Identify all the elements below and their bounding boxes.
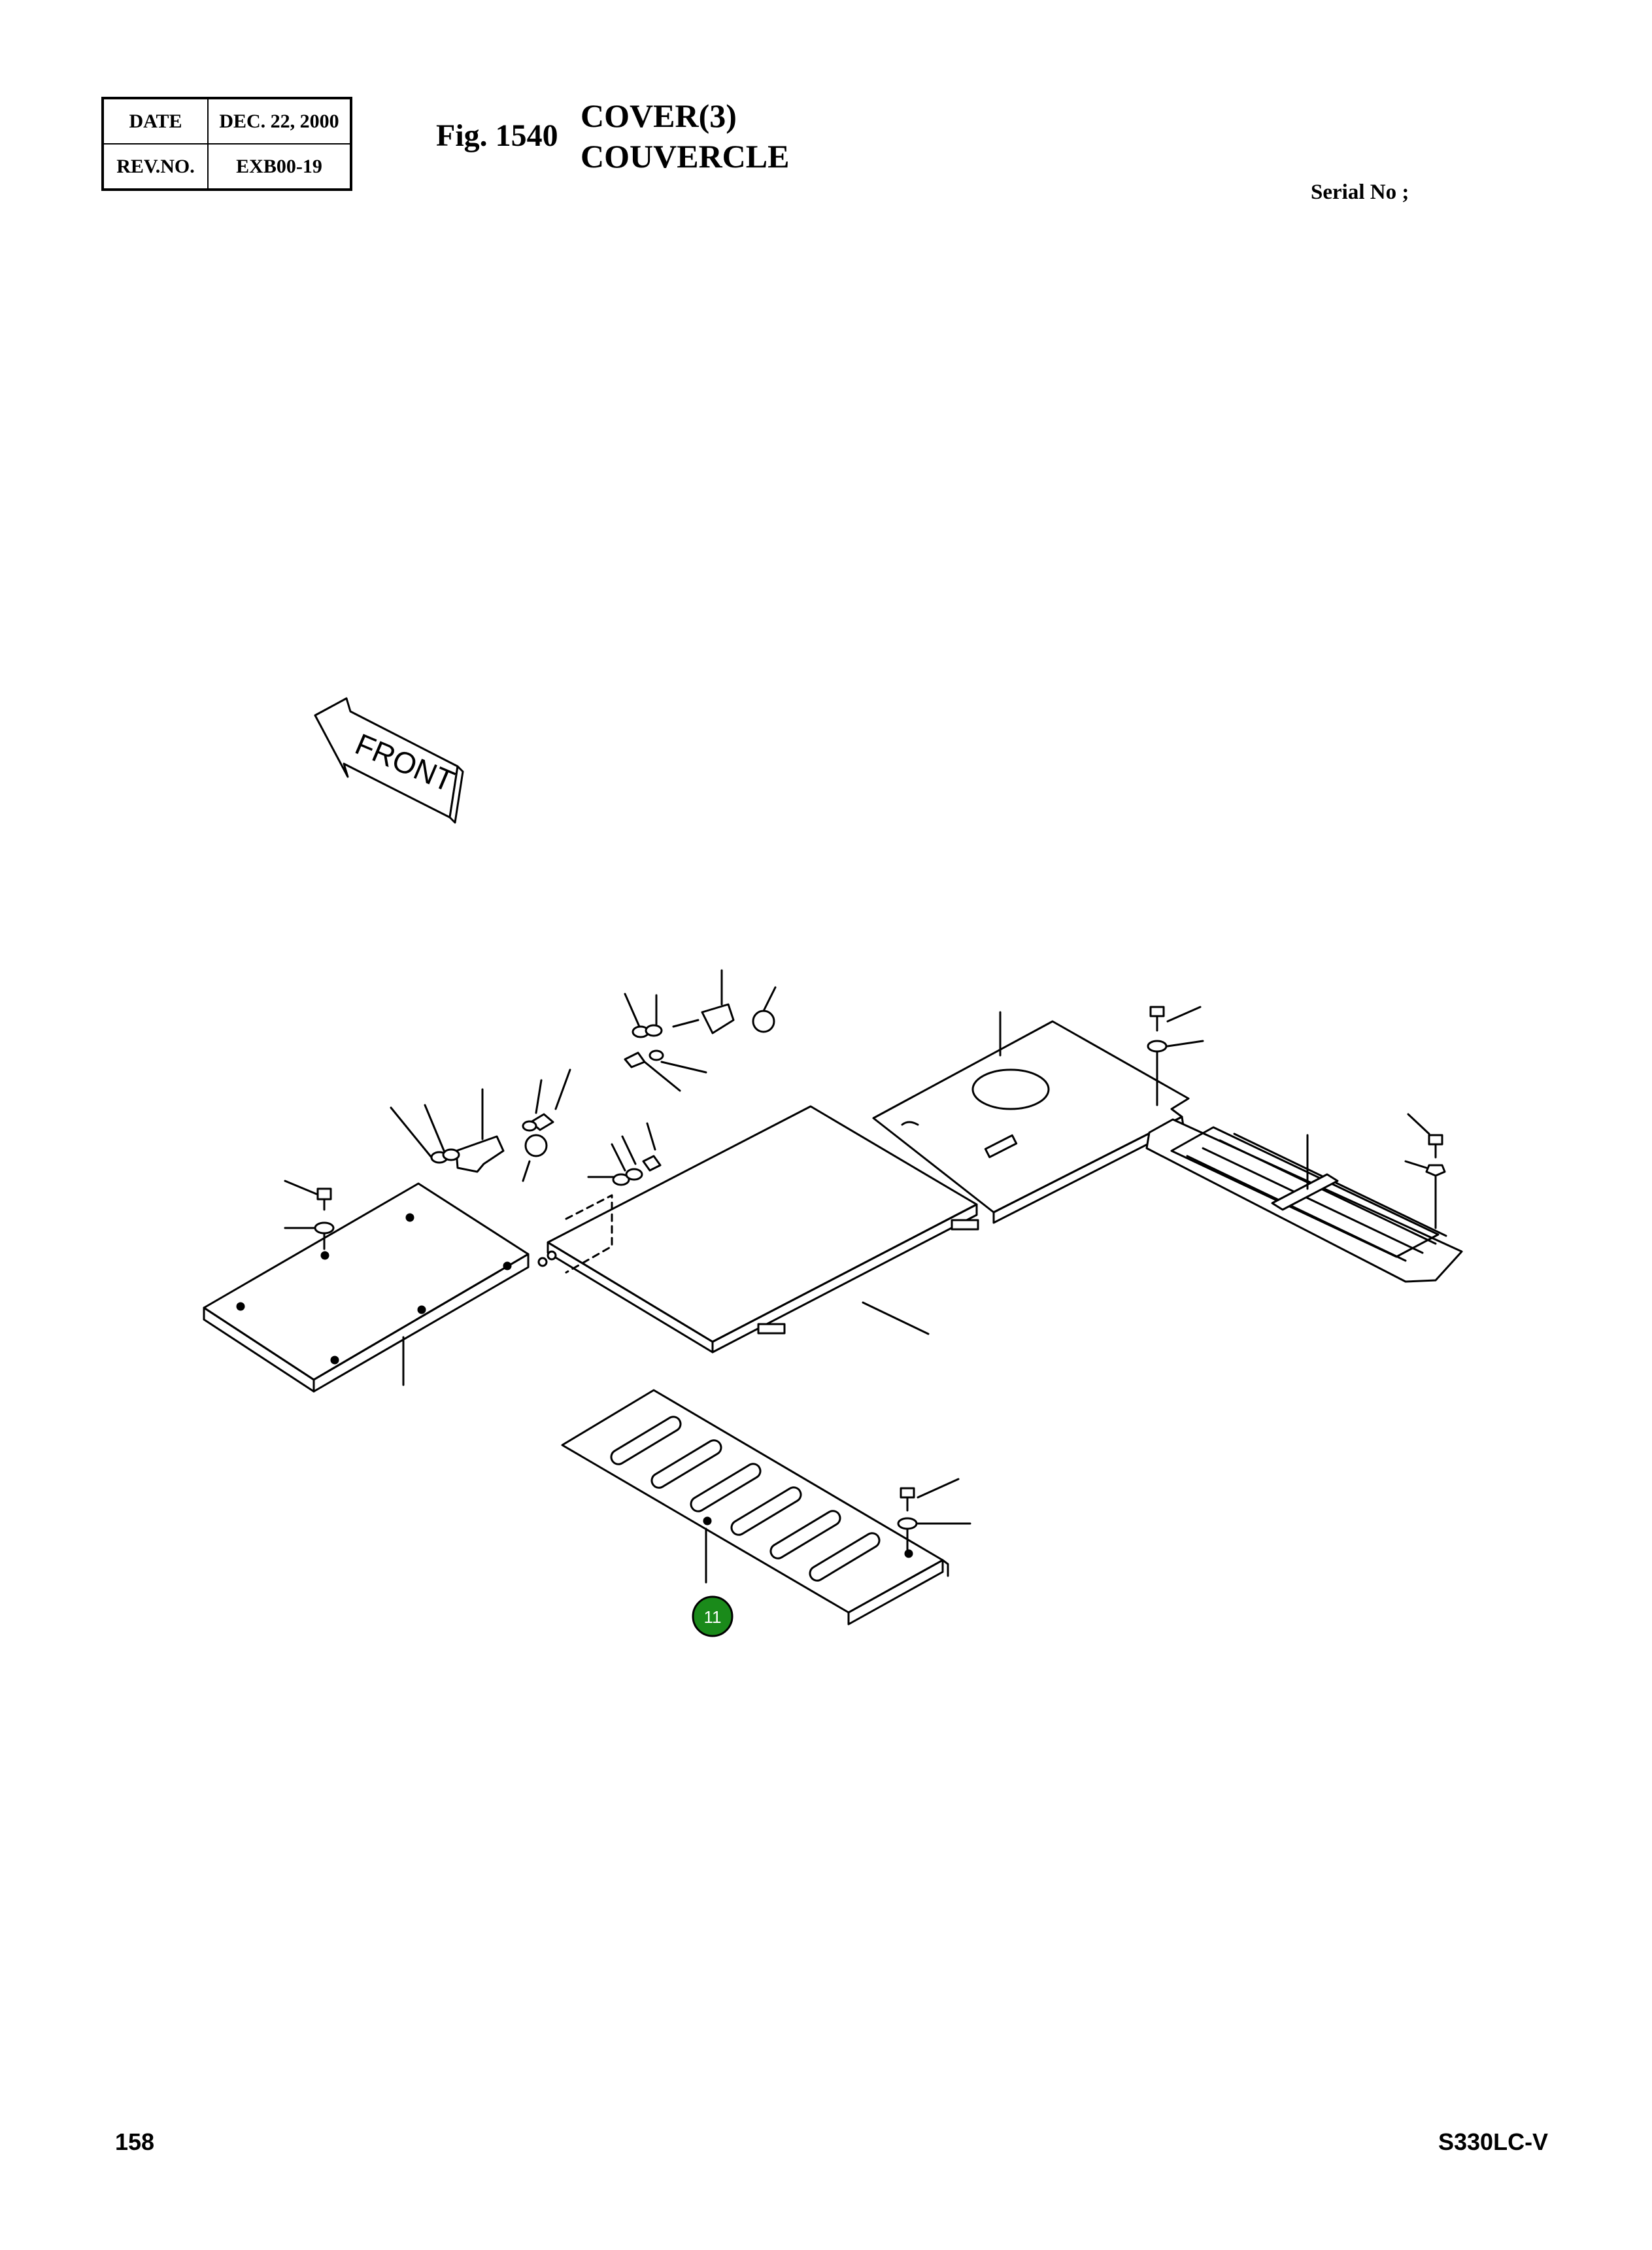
figure-title-english: COVER(3) [581,97,737,134]
date-value: DEC. 22, 2000 [207,97,352,145]
right-step-grating [1145,1118,1463,1283]
bracket-knob-top [624,969,777,1092]
figure-title-french: COUVERCLE [581,138,790,175]
revision-table: DATE DEC. 22, 2000 REV.NO. EXB00-19 [101,97,352,191]
bolt-right-lower [1404,1113,1446,1229]
front-arrow-icon: FRONT [314,697,464,824]
date-label: DATE [102,97,209,145]
callout-11-label: 11 [704,1607,722,1627]
left-cover-plate [203,1182,530,1393]
bolt-right-upper [1147,1006,1204,1106]
bracket-knob-left [390,1068,571,1182]
center-main-cover [537,1105,979,1354]
figure-number: Fig. 1540 [436,118,558,153]
bolt-left [284,1180,335,1250]
rev-label: REV.NO. [102,143,209,190]
rev-value: EXB00-19 [207,143,352,190]
page-number: 158 [115,2128,155,2155]
serial-number-label: Serial No ; [1311,180,1409,204]
model-number: S330LC-V [1438,2128,1549,2155]
bolt-center [587,1122,662,1186]
right-upper-cover [872,1011,1190,1224]
bolt-lower [897,1478,971,1552]
louvered-cover [561,1389,949,1626]
callout-11-button[interactable]: 11 [692,1595,733,1637]
